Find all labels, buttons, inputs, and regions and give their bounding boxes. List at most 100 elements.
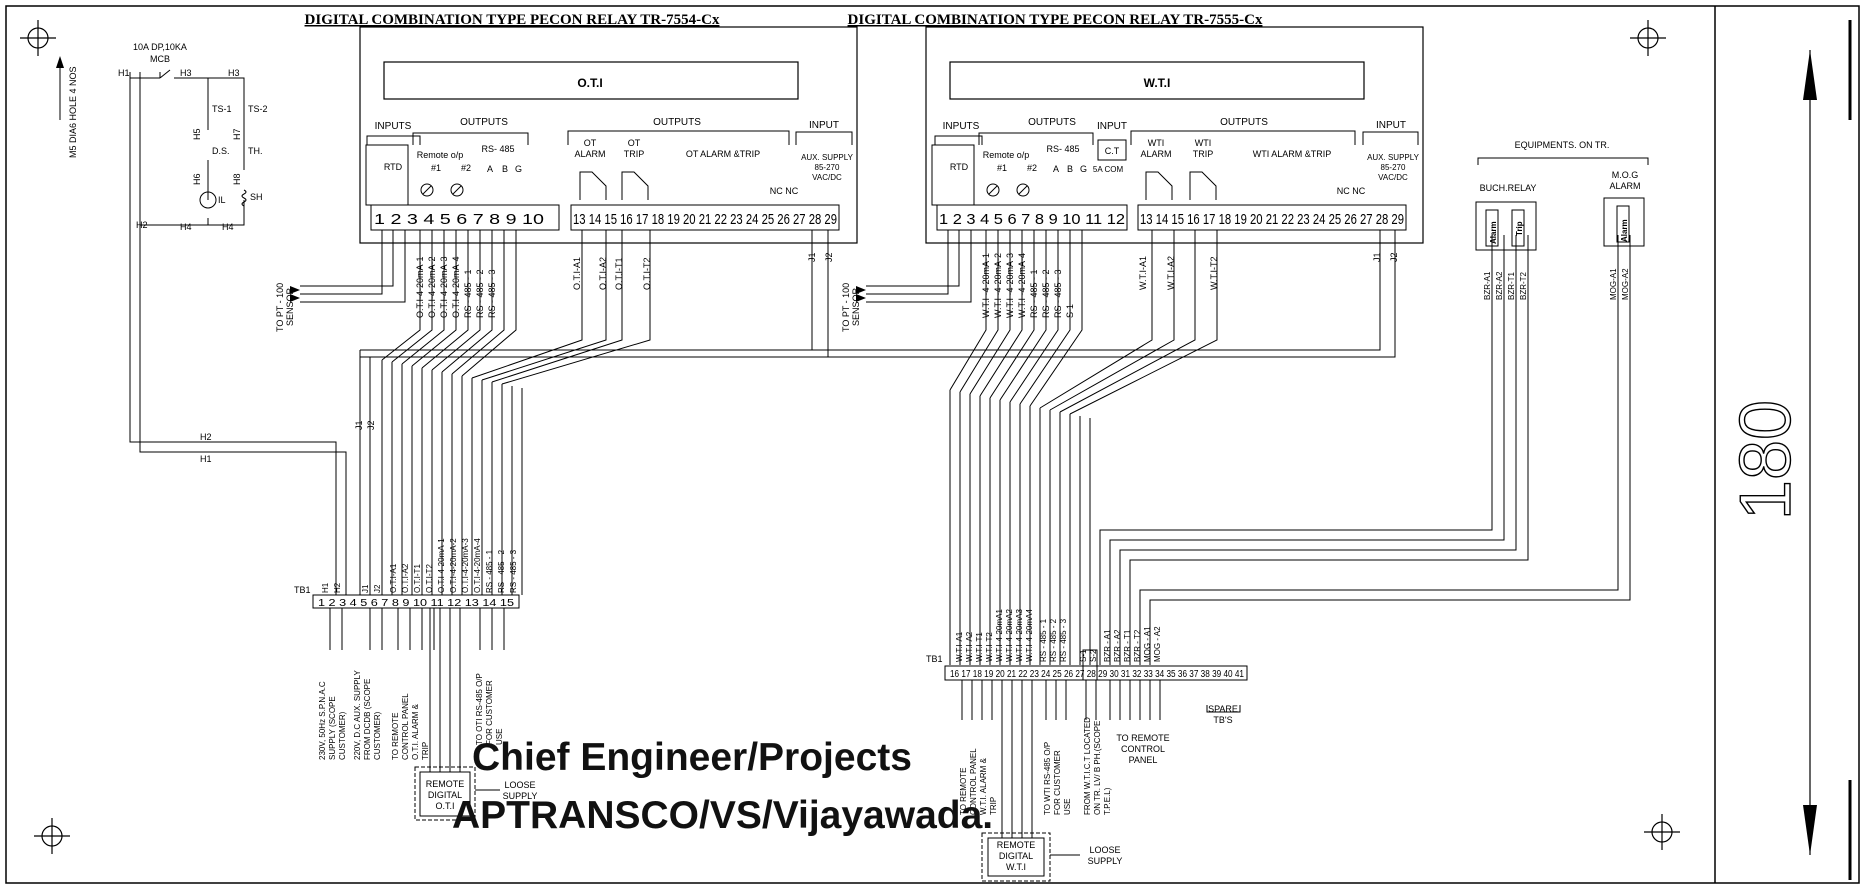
remote-oti-inner: [419, 771, 471, 817]
equipment-bracket: [1477, 157, 1649, 165]
tb1-wire-label: RS - 485 - 3: [509, 549, 518, 593]
mog-wire-label: MOG-A1: [1609, 268, 1618, 300]
relay2-sensor: TO PT - 100: [841, 283, 851, 332]
relay1-terminal-strip-b: [570, 204, 840, 231]
relay2-rs485: RS- 485: [1046, 144, 1079, 154]
buch-wire-label: BZR-A1: [1483, 271, 1492, 300]
switch-ds: D.S.: [212, 146, 230, 156]
relay2-aux-3: VAC/DC: [1378, 173, 1408, 182]
relay1-ch1: #1: [431, 163, 441, 173]
switch-sh: SH: [250, 192, 263, 202]
relay2-alarm-wire-label: W.T.I-A2: [1166, 256, 1176, 290]
relay1-title: DIGITAL COMBINATION TYPE PECON RELAY TR-…: [305, 12, 720, 28]
crosshair-icon: [1644, 814, 1680, 850]
relay2-terminals: 1 2 3 4 5 6 7 8 9 10 11 12: [939, 211, 1125, 228]
mog-box: [1603, 197, 1645, 247]
tb1-wire-label: O.T.I-4-20mA-3: [461, 538, 470, 593]
tb2-note: USE: [1063, 799, 1072, 815]
tb1-wire-label: J2: [373, 584, 382, 593]
tb2-wire-label: BZR - A1: [1103, 629, 1112, 662]
tb1-note: SUPPLY (SCOPE: [328, 696, 337, 760]
tb2-wire-label: S-2: [1089, 649, 1098, 662]
watermark-line2: APTRANSCO/VS/Vijayawada.: [452, 794, 993, 837]
ct-shorting-link: [1082, 649, 1098, 681]
relay2-outputs2-label: OUTPUTS: [1220, 117, 1268, 128]
tb2-wire-label: MOG - A2: [1153, 626, 1162, 662]
relay1-remote-op: Remote o/p: [417, 150, 464, 160]
remote-wti-box: [981, 832, 1051, 882]
remote-wti-inner: [987, 837, 1045, 877]
tb2-wire-label: BZR - T1: [1123, 629, 1132, 662]
relay2-outputs-label: OUTPUTS: [1028, 117, 1076, 128]
relay2-ct-terms: 5A COM: [1093, 165, 1124, 174]
relay1-trip-2: TRIP: [624, 149, 645, 159]
remote-wti-label-3: W.T.I: [1006, 862, 1026, 872]
tb2-note: CONTROL PANEL: [969, 748, 978, 815]
mog-wire-label: MOG-A2: [1621, 268, 1630, 300]
tb2-note: TO REMOTE: [959, 768, 968, 815]
mcb-h5: H5: [192, 128, 202, 140]
relay2-terminals2: 13 14 15 16 17 18 19 20 21 22 23 24 25 2…: [1140, 211, 1404, 228]
relay1-rtd: RTD: [384, 162, 403, 172]
relay2-nc: NC NC: [1337, 186, 1366, 196]
relay2-title: DIGITAL COMBINATION TYPE PECON RELAY TR-…: [848, 12, 1263, 28]
relay2-trip-2: TRIP: [1193, 149, 1214, 159]
h1-bus-label: H1: [200, 454, 212, 464]
spare-bracket: [1206, 705, 1241, 713]
buch-trip-contact: [1511, 209, 1525, 247]
relay1-input-label: INPUT: [809, 120, 839, 131]
tb1-note: TO REMOTE: [391, 713, 400, 760]
tb2-wire-label: BZR - A2: [1113, 629, 1122, 662]
hole-label: M5 DIA6 HOLE 4 NOS: [68, 66, 78, 158]
tb2-note: TRIP: [989, 797, 998, 815]
mcb-h2: H2: [136, 220, 148, 230]
remote-wti-label: REMOTE: [997, 840, 1036, 850]
buch-wire-label: BZR-T2: [1519, 271, 1528, 300]
tb1-note: CUSTOMER): [338, 711, 347, 760]
relay2-abg-b: B: [1067, 164, 1073, 174]
relay2-terminal-strip-a: [936, 204, 1128, 231]
relay2-harness: [949, 230, 1631, 665]
j2-label-3: J2: [366, 420, 376, 430]
relay2-remote-op: Remote o/p: [983, 150, 1030, 160]
tb2-remote-note: CONTROL: [1121, 744, 1165, 754]
switch-ts2: TS-2: [248, 104, 268, 114]
tb1-strip: [312, 594, 520, 609]
switch-th: TH.: [248, 146, 263, 156]
remote-wti-label-2: DIGITAL: [999, 851, 1033, 861]
tb2-wire-label: W.T.I-A1: [955, 631, 964, 662]
tb2-spare-note: TB'S: [1213, 715, 1232, 725]
tb1-wire-label: O.T.I-T1: [413, 564, 422, 593]
relay2-abg-g: G: [1080, 164, 1087, 174]
tb1-wire-label: O.T.I-4-20mA-4: [473, 538, 482, 593]
j2-label: J2: [824, 252, 834, 262]
buch-wire-label: BZR-A2: [1495, 271, 1504, 300]
tb1-note: TO OTI RS-485 O/P: [475, 673, 484, 745]
tb2-note: ON TR. LV/ B PH.(SCOPE: [1093, 721, 1102, 815]
relay1-abg-a: A: [487, 164, 493, 174]
mog-alarm-contact: [1616, 205, 1630, 243]
relay2-rtd-box: [931, 144, 975, 206]
mog-label-2: ALARM: [1609, 181, 1640, 191]
relay1-abg-g: G: [515, 164, 522, 174]
relay1-outputs2-label: OUTPUTS: [653, 117, 701, 128]
relay1-alarm: OT: [584, 138, 597, 148]
relay2-display-label: W.T.I: [1144, 76, 1171, 90]
arrow-up-icon: [56, 56, 64, 68]
relay2-rtd: RTD: [950, 162, 969, 172]
tb1-out-arrows: [329, 608, 505, 650]
relay2-aux: AUX. SUPPLY: [1367, 153, 1420, 162]
h2-bus-label: H2: [200, 432, 212, 442]
j1-label-3: J1: [354, 420, 364, 430]
watermark-line1: Chief Engineer/Projects: [472, 736, 912, 779]
tb2-wire-label: W.T.I-4-20mA2: [1005, 609, 1014, 662]
relay2-alarm: WTI: [1148, 138, 1165, 148]
mcb-h3: H3: [180, 68, 192, 78]
crosshair-icon: [1630, 20, 1666, 56]
